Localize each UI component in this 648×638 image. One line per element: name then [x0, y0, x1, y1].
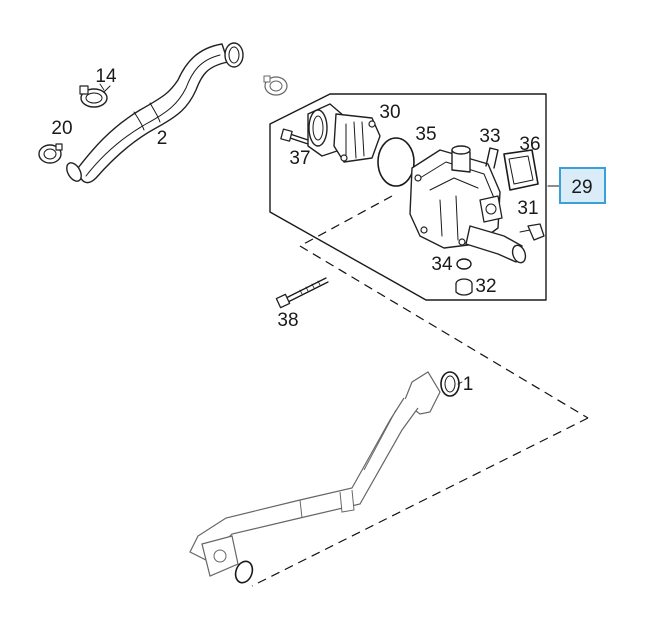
- callout-1[interactable]: 1: [463, 374, 474, 395]
- callout-29[interactable]: 29: [571, 177, 592, 198]
- bolt-part-38[interactable]: [275, 277, 329, 309]
- leader-1: [457, 381, 463, 385]
- callout-33[interactable]: 33: [479, 126, 500, 147]
- clamp-part-14[interactable]: [79, 85, 111, 108]
- dash-line-pipe-return: [251, 417, 589, 587]
- gasket-part-36[interactable]: [503, 149, 539, 191]
- callout-38[interactable]: 38: [277, 310, 298, 331]
- callout-30[interactable]: 30: [379, 102, 400, 123]
- housing-part-29[interactable]: [409, 145, 528, 265]
- plug-part-32[interactable]: [455, 278, 473, 296]
- seal-part-1[interactable]: [440, 371, 460, 397]
- callout-35[interactable]: 35: [415, 124, 436, 145]
- callout-31[interactable]: 31: [517, 198, 538, 219]
- detail-frame: [269, 93, 547, 301]
- callout-37[interactable]: 37: [289, 148, 310, 169]
- coolant-pipe-grey: [189, 371, 441, 577]
- oring-part-34[interactable]: [456, 258, 472, 270]
- clamp-part-20[interactable]: [38, 143, 63, 164]
- callout-14[interactable]: 14: [95, 66, 117, 87]
- thermostat-part-30[interactable]: [307, 103, 381, 163]
- clamp-grey: [263, 75, 288, 96]
- callout-32[interactable]: 32: [475, 276, 496, 297]
- sensor-part-31[interactable]: [519, 223, 545, 241]
- seal-ring-lower: [234, 560, 254, 584]
- highlight-box-29[interactable]: [559, 167, 606, 204]
- callout-34[interactable]: 34: [431, 254, 453, 275]
- clip-part-33[interactable]: [485, 147, 499, 169]
- seal-part-35[interactable]: [377, 137, 415, 187]
- hose-part-2[interactable]: [64, 42, 244, 184]
- callout-36[interactable]: 36: [519, 134, 540, 155]
- dash-line-housing-lower: [299, 245, 589, 419]
- callout-2[interactable]: 2: [157, 128, 168, 149]
- callout-20[interactable]: 20: [51, 118, 72, 139]
- dash-line-housing-upper: [299, 195, 393, 247]
- bolt-part-37[interactable]: [280, 128, 309, 145]
- leader-14: [99, 83, 105, 91]
